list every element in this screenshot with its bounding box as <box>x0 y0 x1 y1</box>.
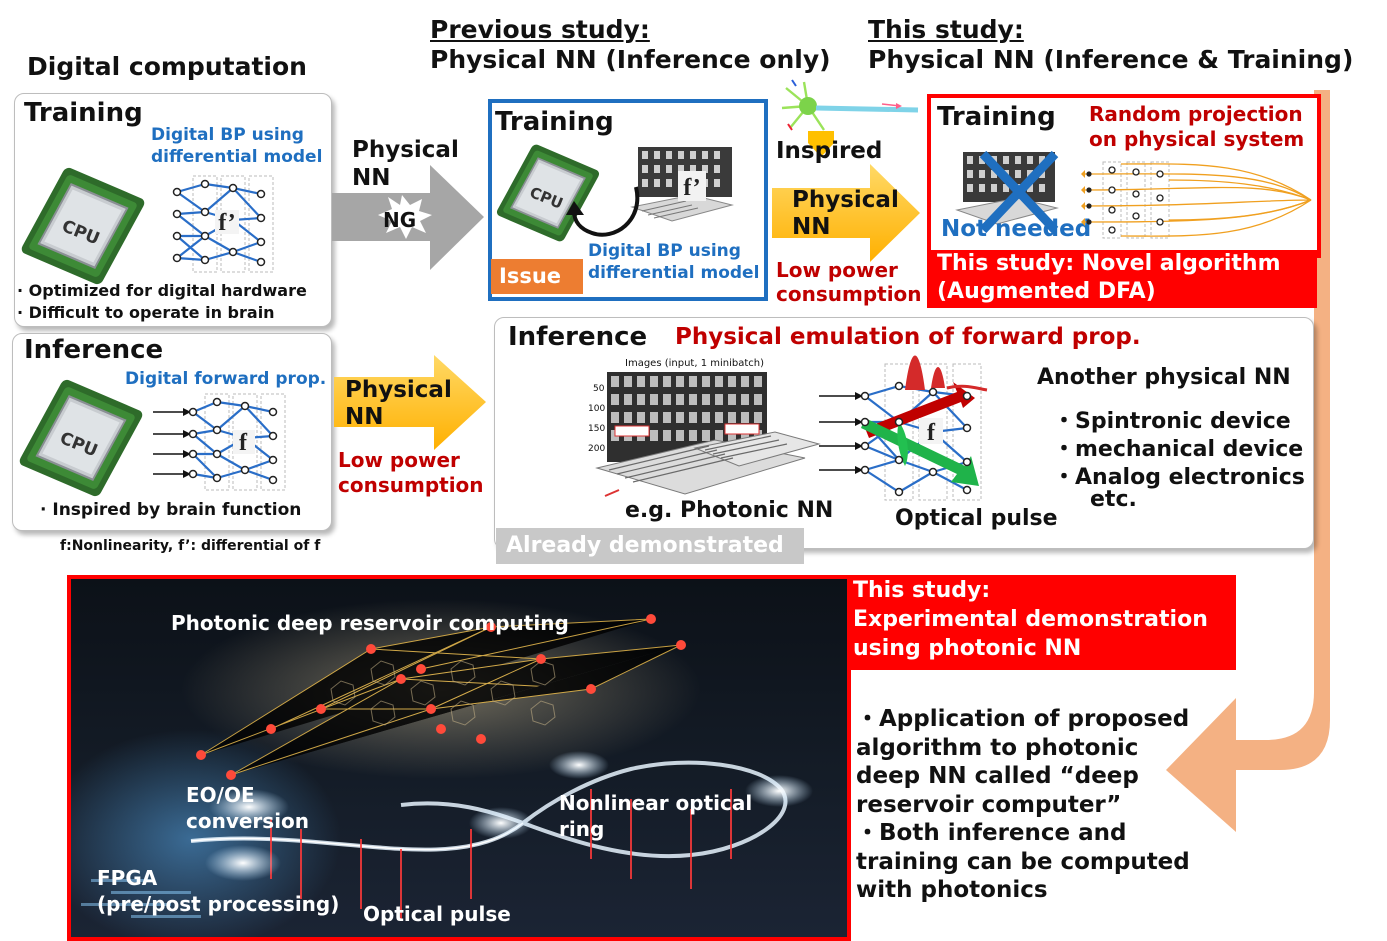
inference-panel: Inference Physical emulation of forward … <box>494 317 1314 564</box>
another-physical-nn-title: Another physical NN <box>1037 365 1291 390</box>
mnist-caption: Images (input, 1 minibatch) <box>625 358 764 369</box>
previous-training-box: Training CPU f’ Digital BP using differe… <box>488 99 768 301</box>
other-nn-etc: etc. <box>1090 487 1137 512</box>
inf-arrow-label2: NN <box>345 404 384 430</box>
inference-heading: Inference <box>508 322 648 352</box>
crossed-out-training-icon <box>955 150 1059 234</box>
desc-line: ・Application of proposed <box>856 706 1190 732</box>
mnist-tick-50: 50 <box>593 384 605 394</box>
ng-burst-label: NG <box>383 208 417 232</box>
desc-line: with photonics <box>856 877 1048 903</box>
random-projection-line1: Random projection <box>1089 102 1303 126</box>
neuron-icon <box>781 79 919 131</box>
mnist-photonic-chip-icon <box>595 372 821 497</box>
fpga-label-line1: FPGA <box>97 866 158 890</box>
previous-title2: Physical NN (Inference only) <box>430 45 831 74</box>
experimental-demo-banner: This study: Experimental demonstration u… <box>848 575 1236 670</box>
cpu-chip-icon: CPU <box>21 167 145 285</box>
bottom-pulse-label: Optical pulse <box>363 902 511 926</box>
reservoir-scene-icon <box>71 599 813 937</box>
this-study-title2: Physical NN (Inference & Training) <box>868 45 1354 74</box>
digital-inference-heading: Inference <box>24 335 164 365</box>
novel-algorithm-line1: This study: Novel algorithm <box>937 251 1281 276</box>
svg-text:f: f <box>927 420 936 446</box>
small-gold-down-arrow <box>808 131 834 157</box>
network-fprime-icon: f’ <box>172 175 274 273</box>
physical-emulation-label: Physical emulation of forward prop. <box>675 324 1141 350</box>
novel-algorithm-line2: (Augmented DFA) <box>937 279 1156 304</box>
bottom-description: ・Application of proposed algorithm to ph… <box>856 705 1190 905</box>
desc-line: training can be computed <box>856 848 1190 875</box>
reservoir-label: Photonic deep reservoir computing <box>171 611 569 635</box>
ring-label-line1: Nonlinear optical <box>559 791 753 815</box>
digital-inference-bullet: · Inspired by brain function <box>40 500 302 520</box>
optical-pulse-caption: Optical pulse <box>895 506 1058 531</box>
previous-training-heading: Training <box>495 107 614 137</box>
other-nn-mechanical: ・mechanical device <box>1053 437 1304 462</box>
inspired-note1: Low power <box>776 258 898 282</box>
svg-text:f: f <box>239 430 248 456</box>
digital-bp-line1: Digital BP using <box>151 125 304 145</box>
novel-algorithm-banner: This study: Novel algorithm (Augmented D… <box>927 250 1317 308</box>
digital-inference-panel: Inference Digital forward prop. CPU <box>12 333 332 531</box>
digital-training-bullet2: · Difficult to operate in brain <box>17 303 275 322</box>
random-projection-network-icon <box>1081 161 1312 239</box>
previous-bp-line1: Digital BP using <box>588 241 741 261</box>
digital-training-bullet1: · Optimized for digital hardware <box>17 281 307 300</box>
gray-arrow <box>332 165 484 270</box>
photonic-thumbnail-icon: f’ <box>630 147 734 222</box>
inspired-arrow-label2: NN <box>792 214 831 240</box>
gold-arrow-inference <box>334 355 486 450</box>
ring-label-line2: ring <box>559 817 605 841</box>
digital-forward-label: Digital forward prop. <box>125 369 327 389</box>
digital-title: Digital computation <box>27 52 307 81</box>
ng-arrow-label1: Physical <box>352 137 459 163</box>
this-study-title1: This study: <box>868 15 1024 44</box>
inf-arrow-note1: Low power <box>338 448 460 472</box>
previous-bp-line2: differential model <box>588 263 760 283</box>
mnist-tick-200: 200 <box>588 444 606 454</box>
fpga-label-line2: (pre/post processing) <box>97 892 340 916</box>
photonic-nn-caption: e.g. Photonic NN <box>625 498 834 523</box>
eo-label-line1: EO/OE <box>186 783 255 807</box>
desc-line: algorithm to photonic <box>856 734 1139 761</box>
desc-line: ・Both inference and <box>856 820 1127 846</box>
already-demonstrated-label: Already demonstrated <box>496 528 804 564</box>
banner-line3: using photonic NN <box>853 636 1082 661</box>
this-study-training-box: Training Random projection on physical s… <box>927 94 1321 258</box>
inspired-arrow-label1: Physical <box>792 187 899 213</box>
eo-label-line2: conversion <box>186 809 310 833</box>
other-nn-spintronic: ・Spintronic device <box>1053 409 1291 434</box>
mnist-tick-100: 100 <box>588 404 606 414</box>
desc-line: deep NN called “deep <box>856 763 1139 789</box>
digital-bp-line2: differential model <box>151 147 323 167</box>
ng-arrow-label2: NN <box>352 165 391 191</box>
inspired-note2: consumption <box>776 282 922 306</box>
footnote: f:Nonlinearity, f’: differential of f <box>60 538 321 554</box>
desc-line: reservoir computer” <box>856 791 1122 818</box>
not-needed-label: Not needed <box>941 216 1092 242</box>
inspired-label: Inspired <box>776 138 883 164</box>
optical-pulse-network-icon: f <box>819 355 988 501</box>
banner-line1: This study: <box>853 578 991 603</box>
digital-training-panel: Training Digital BP using differential m… <box>14 93 332 327</box>
network-f-icon: f <box>153 393 286 491</box>
mnist-tick-150: 150 <box>588 424 606 434</box>
digital-training-heading: Training <box>24 98 143 128</box>
svg-text:f’: f’ <box>218 210 235 236</box>
photonic-reservoir-image: Photonic deep reservoir computing EO/OE … <box>67 575 851 941</box>
inf-arrow-label1: Physical <box>345 377 452 403</box>
gold-arrow-physical <box>772 164 920 262</box>
inf-arrow-note2: consumption <box>338 473 484 497</box>
loop-arrow-icon <box>566 186 640 237</box>
cpu-chip-icon: CPU <box>19 379 143 497</box>
previous-title1: Previous study: <box>430 15 650 44</box>
svg-text:f’: f’ <box>683 175 700 201</box>
other-nn-analog: ・Analog electronics <box>1053 465 1305 490</box>
issue-badge: Issue <box>491 259 583 294</box>
random-projection-line2: on physical system <box>1089 127 1305 151</box>
this-study-training-heading: Training <box>937 102 1056 132</box>
peach-return-arrow <box>1166 90 1330 832</box>
banner-line2: Experimental demonstration <box>853 607 1208 632</box>
